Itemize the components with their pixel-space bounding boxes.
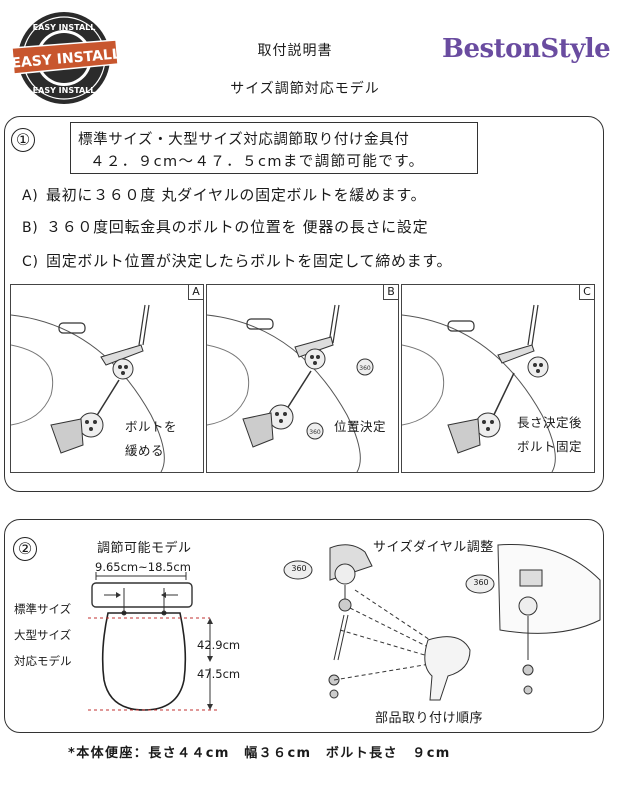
badge-bottom-text: EASY INSTALL [33,86,96,95]
section1-number: ① [11,128,35,152]
footer-note: *本体便座：長さ４４cm 幅３６cm ボルト長さ ９cm [68,746,451,761]
dimension-short: 42.9cm [197,638,241,652]
figure-a-illustration [11,304,165,472]
document-title: 取付説明書 [257,43,333,59]
figure-b-tag: B [383,285,398,300]
figure-c: C [401,284,595,473]
parts-order-title: 部品取り付け順序 [375,711,484,726]
step-a: A) 最初に３６０度 丸ダイヤルの固定ボルトを緩めます。 [22,184,426,205]
figure-a-label-line2: 緩める [125,443,165,458]
section2-panel [4,519,604,733]
figure-a: A [10,284,204,473]
step-b-text: ３６０度回転金具のボルトの位置を 便器の長さに設定 [46,218,429,236]
step-c: C) 固定ボルト位置が決定したらボルトを固定して締めます。 [22,250,452,271]
figure-c-label-line2: ボルト固定 [517,439,583,454]
dial-360-icon-left: 360 [291,564,307,573]
step-a-letter: A) [22,188,39,204]
document-subtitle: サイズ調節対応モデル [230,81,380,97]
step-c-letter: C) [22,254,39,270]
side-label-model: 対応モデル [14,654,72,668]
dimension-long: 47.5cm [197,667,241,681]
adjust-model-title: 調節可能モデル [97,541,192,556]
dial-360-icon-b1: 360 [359,365,371,372]
figure-c-illustration [402,304,556,472]
brand-logo: BestonStyle [442,34,611,64]
figure-c-label-line1: 長さ決定後 [517,415,583,430]
spec-box [70,122,478,174]
width-range-label: 9.65cm~18.5cm [95,560,191,574]
figure-a-tag: A [188,285,203,300]
spec-line-1: 標準サイズ・大型サイズ対応調節取り付け金具付 [78,132,410,148]
side-label-standard: 標準サイズ [14,602,72,616]
figure-b-illustration: 360 360 [207,304,374,472]
step-b-letter: B) [22,220,39,236]
dial-360-icon-b2: 360 [309,429,321,436]
step-b: B) ３６０度回転金具のボルトの位置を 便器の長さに設定 [22,216,428,237]
badge-top-text: EASY INSTALL [33,23,96,32]
figure-b: 360 360 B [206,284,399,473]
easy-install-badge: EASY INSTALL EASY INSTALL EASY INSTALL [8,8,121,108]
section1-panel [4,116,604,492]
side-label-large: 大型サイズ [14,628,72,642]
spec-line-2: ４２．９cm～４７．５cmまで調節可能です。 [90,154,425,170]
dial-360-icon-right: 360 [473,578,489,587]
figure-c-tag: C [579,285,594,300]
figure-b-label: 位置決定 [334,419,387,434]
step-a-text: 最初に３６０度 丸ダイヤルの固定ボルトを緩めます。 [46,186,427,204]
size-dial-title: サイズダイヤル調整 [373,540,494,555]
section2-number: ② [13,537,37,561]
figure-a-label-line1: ボルトを [125,419,178,434]
step-c-text: 固定ボルト位置が決定したらボルトを固定して締めます。 [46,252,453,270]
